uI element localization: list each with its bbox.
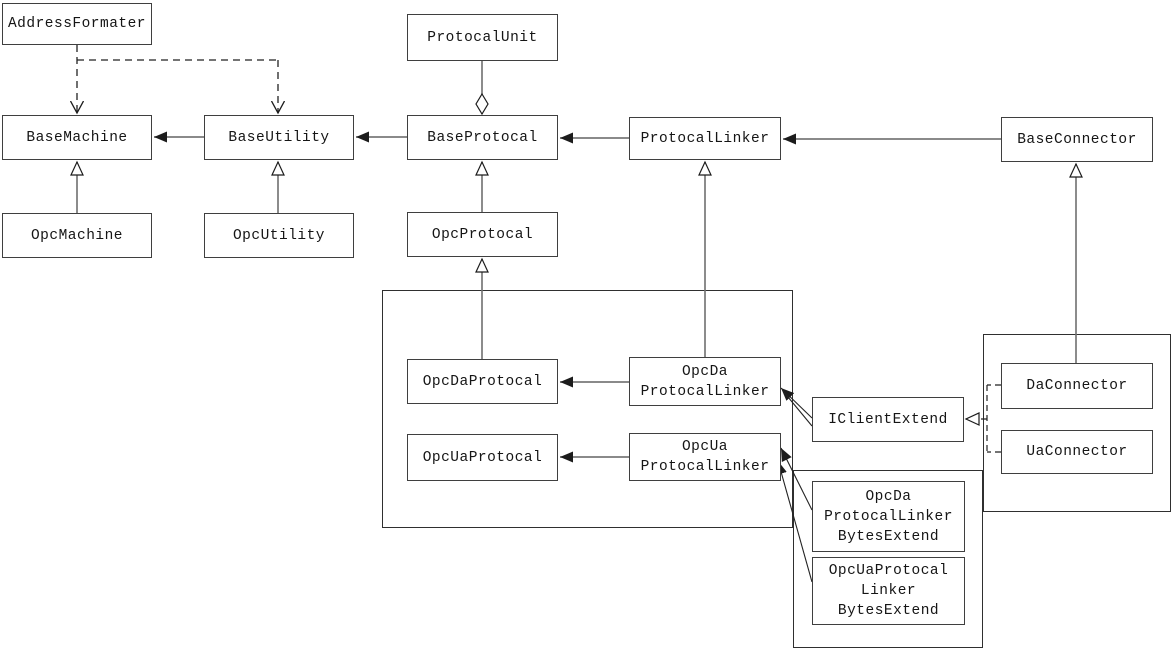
class-box-protocallinker: ProtocalLinker — [629, 117, 781, 160]
group-bytes-extend — [793, 470, 983, 648]
class-label: OpcDaProtocal — [422, 373, 543, 390]
class-label: OpcUtility — [232, 227, 325, 244]
class-label: ProtocalUnit — [427, 29, 538, 46]
realization-edges — [964, 384, 1001, 453]
class-box-iclientextend: IClientExtend — [812, 397, 964, 442]
class-label: OpcUaProtocal Linker BytesExtend — [828, 563, 949, 619]
class-box-addressformater: AddressFormater — [2, 3, 152, 45]
class-box-opcutility: OpcUtility — [204, 213, 354, 258]
class-box-baseutility: BaseUtility — [204, 115, 354, 160]
class-label: OpcDa ProtocalLinker BytesExtend — [824, 488, 953, 545]
class-label: AddressFormater — [7, 16, 147, 32]
class-box-uaconnector: UaConnector — [1001, 430, 1153, 474]
class-label: BaseProtocal — [427, 129, 538, 146]
class-box-opcuaprotocallinkerbytesextend: OpcUaProtocal Linker BytesExtend — [812, 557, 965, 625]
class-box-opcdaprotocal: OpcDaProtocal — [407, 359, 558, 404]
class-label: OpcMachine — [30, 227, 123, 244]
class-box-protocalunit: ProtocalUnit — [407, 14, 558, 61]
class-label: BaseConnector — [1017, 131, 1137, 148]
inheritance-edges — [70, 160, 1083, 363]
class-label: OpcUa ProtocalLinker — [640, 439, 770, 475]
class-label: OpcUaProtocal — [422, 449, 543, 466]
class-box-opcmachine: OpcMachine — [2, 213, 152, 258]
class-box-opcuaprotocallinker: OpcUa ProtocalLinker — [629, 433, 781, 481]
bytes-extend-edges — [776, 447, 813, 583]
group-connectors — [983, 334, 1171, 512]
iclient-extend-edge — [780, 387, 813, 427]
association-edges — [154, 131, 1001, 463]
class-box-baseconnector: BaseConnector — [1001, 117, 1153, 162]
class-label: BaseUtility — [228, 129, 330, 146]
class-label: DaConnector — [1026, 378, 1128, 394]
class-box-opcprotocal: OpcProtocal — [407, 212, 558, 257]
class-box-opcuaprotocal: OpcUaProtocal — [407, 434, 558, 481]
class-label: OpcProtocal — [431, 226, 534, 243]
class-box-basemachine: BaseMachine — [2, 115, 152, 160]
class-label: IClientExtend — [828, 411, 948, 428]
class-box-opcdaprotocallinker: OpcDa ProtocalLinker — [629, 357, 781, 406]
class-label: OpcDa ProtocalLinker — [640, 363, 770, 400]
class-box-baseprotocal: BaseProtocal — [407, 115, 558, 160]
class-label: UaConnector — [1026, 444, 1128, 460]
group-opc-protocal-implementations — [382, 290, 793, 528]
class-box-daconnector: DaConnector — [1001, 363, 1153, 409]
dependency-edges — [77, 45, 278, 113]
class-box-opcdaprotocallinkerbytesextend: OpcDa ProtocalLinker BytesExtend — [812, 481, 965, 552]
class-label: BaseMachine — [26, 129, 128, 146]
class-label: ProtocalLinker — [640, 130, 770, 147]
